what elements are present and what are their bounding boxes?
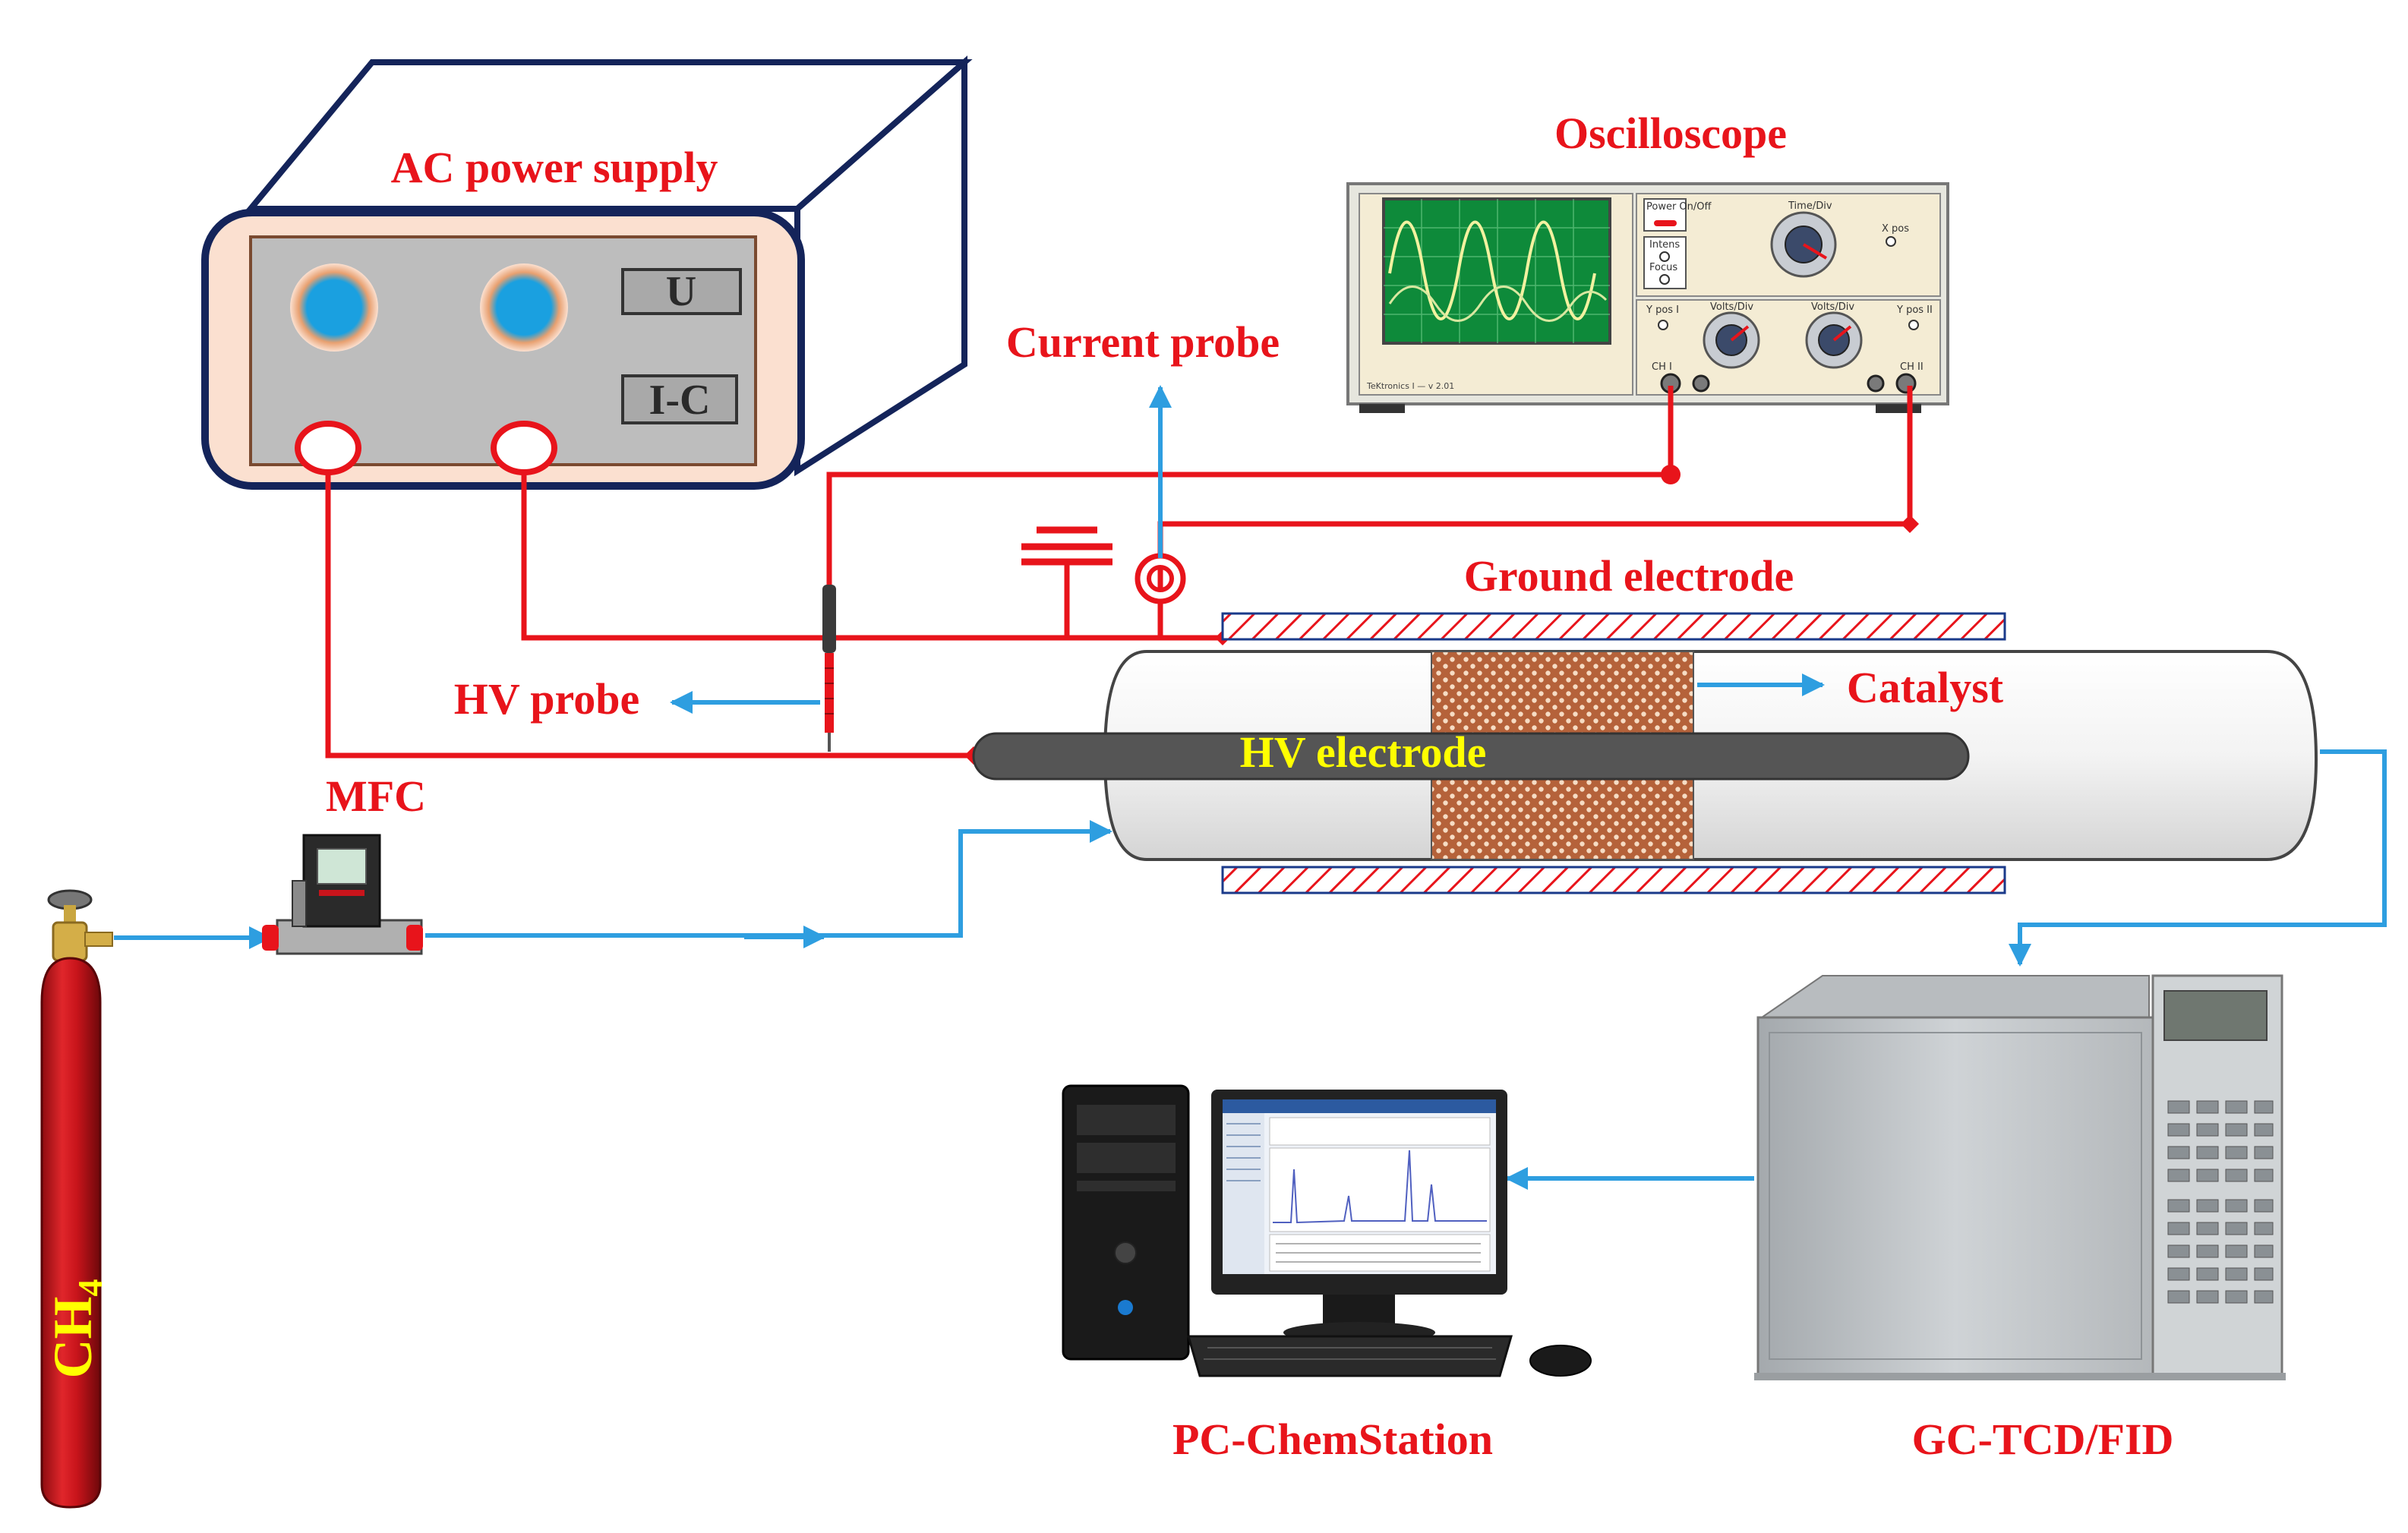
hv-electrode-label: HV electrode [1240, 727, 1487, 777]
gas-chromatograph [1754, 974, 2286, 1380]
mouse[interactable] [1529, 1345, 1592, 1377]
gc-display [2163, 990, 2268, 1041]
x-pos-knob[interactable] [1886, 236, 1896, 247]
waveform-current [1388, 285, 1608, 322]
ground-electrode-top [1221, 612, 2006, 641]
ch2-label: CH II [1900, 361, 1924, 373]
voltage-knob-right[interactable] [480, 263, 568, 352]
mfc-display [317, 848, 367, 885]
hv-probe [822, 585, 836, 752]
current-probe-label: Current probe [1006, 317, 1280, 367]
chromatogram-trace [1273, 1150, 1487, 1224]
output-terminal-right[interactable] [491, 421, 557, 475]
oscilloscope-label: Oscilloscope [1554, 109, 1787, 158]
x-pos-label: X pos [1882, 223, 1909, 235]
output-terminal-left[interactable] [295, 421, 361, 475]
oscilloscope: TeKtronics I — v 2.01 Power On/Off Inten… [1346, 182, 1949, 413]
catalyst-bed-top [1431, 651, 1694, 734]
power-button-label: Power On/Off [1646, 201, 1712, 213]
wire-hv-feed [325, 472, 972, 759]
y-pos-1-label: Y pos I [1646, 304, 1679, 316]
keyboard[interactable] [1187, 1335, 1513, 1377]
mfc-label: MFC [326, 771, 426, 821]
hv-electrode-rod [972, 732, 1970, 781]
focus-knob[interactable] [1659, 274, 1670, 285]
volts-div-1-label: Volts/Div [1710, 301, 1753, 313]
ch1-label: CH I [1652, 361, 1672, 373]
oscilloscope-brand: TeKtronics I — v 2.01 [1366, 381, 1454, 391]
gc-tcd-fid-label: GC-TCD/FID [1912, 1415, 2174, 1464]
pc-power-icon[interactable] [1118, 1300, 1133, 1315]
waveform-voltage [1388, 220, 1596, 320]
wire-hv-probe-to-ch1 [826, 386, 1674, 588]
ic-button[interactable] [621, 374, 738, 424]
y-pos-2-label: Y pos II [1896, 304, 1933, 316]
ch4-gas-cylinder [40, 889, 113, 1509]
dbd-reactor [972, 612, 2318, 894]
oscilloscope-screen [1382, 197, 1611, 345]
volts-div-2-label: Volts/Div [1811, 301, 1854, 313]
ground-connector-2[interactable] [1867, 374, 1885, 393]
ac-power-supply: U I-C [201, 55, 973, 490]
cylinder-body [40, 957, 102, 1509]
current-probe [1135, 553, 1186, 604]
pc-chemstation-label: PC-ChemStation [1172, 1415, 1493, 1464]
intens-knob[interactable] [1659, 251, 1670, 262]
u-button-label: U [666, 268, 696, 315]
hv-probe-label: HV probe [454, 674, 639, 724]
intens-label: Intens [1649, 239, 1680, 251]
gas-flow-lines [114, 385, 2387, 1190]
catalyst-label: Catalyst [1847, 663, 2004, 712]
pc-workstation [1062, 1084, 1592, 1377]
ch4-subscript: 4 [71, 1279, 109, 1297]
mass-flow-controller [262, 834, 423, 955]
ch4-label: CH4 [43, 1279, 109, 1379]
capacitor-symbol [1021, 526, 1112, 566]
junction-ch1 [1661, 465, 1681, 484]
ic-button-label: I-C [649, 377, 711, 424]
ch4-formula: CH [43, 1297, 103, 1379]
catalyst-bed-bottom [1431, 777, 1694, 860]
focus-label: Focus [1649, 262, 1677, 273]
gc-keypad[interactable] [2167, 1100, 2274, 1304]
voltage-knob-left[interactable] [290, 263, 378, 352]
y-pos-2-knob[interactable] [1908, 320, 1919, 330]
ground-connector-1[interactable] [1692, 374, 1710, 393]
u-button[interactable] [621, 268, 742, 315]
flow-reactor-to-gc [2009, 749, 2387, 967]
time-div-label: Time/Div [1788, 200, 1832, 212]
wire-ground-return [521, 472, 1223, 641]
ac-power-supply-label: AC power supply [391, 143, 718, 192]
gc-oven-body [1756, 1016, 2154, 1376]
flow-mfc-to-reactor [425, 820, 1112, 938]
junction-ch2 [1901, 515, 1919, 533]
ground-electrode-label: Ground electrode [1464, 551, 1794, 601]
y-pos-1-knob[interactable] [1658, 320, 1668, 330]
ground-electrode-bottom [1221, 866, 2006, 894]
